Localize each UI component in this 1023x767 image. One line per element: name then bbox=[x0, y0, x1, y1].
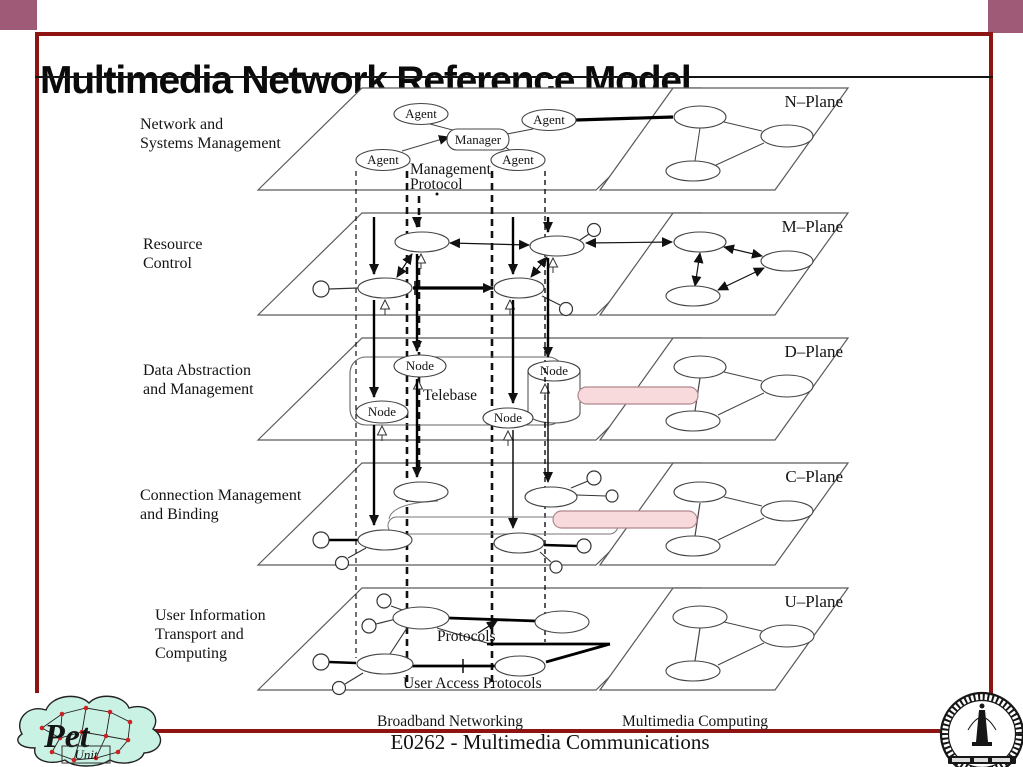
agent-label: Agent bbox=[367, 152, 399, 167]
layer-label-connection-management: Connection Management and Binding bbox=[140, 487, 302, 523]
d-plane-left-content: Node Node Node Node Telebase bbox=[349, 354, 581, 447]
frame-border-right bbox=[989, 32, 993, 695]
multimedia-computing-label: Multimedia Computing bbox=[622, 713, 768, 730]
agent-label: Agent bbox=[405, 106, 437, 121]
protocols-label: Protocols bbox=[437, 628, 496, 645]
node-label: Node bbox=[368, 404, 396, 419]
telebase-label: Telebase bbox=[423, 387, 477, 404]
corner-accent-top-left bbox=[0, 0, 37, 30]
course-footer: E0262 - Multimedia Communications bbox=[390, 730, 710, 754]
manager-label: Manager bbox=[455, 132, 502, 147]
c-plane-left-content bbox=[312, 470, 619, 574]
node-label: Node bbox=[406, 358, 434, 373]
broadband-networking-label: Broadband Networking bbox=[377, 713, 523, 730]
d-plane-right-content: D–Plane bbox=[665, 342, 843, 432]
pet-logo-word: Pet bbox=[43, 718, 91, 755]
seal-banner bbox=[948, 756, 1016, 764]
c-plane-label: C–Plane bbox=[785, 467, 843, 486]
n-plane-left-content: Agent Agent Agent Agent Manager Manageme… bbox=[355, 102, 674, 196]
u-plane-left-content: Protocols User Access Protocols bbox=[312, 593, 611, 696]
frame-border-bottom bbox=[94, 729, 940, 733]
layer-label-network-systems-management: Network and Systems Management bbox=[140, 116, 281, 152]
management-protocol-label-line1: Management bbox=[410, 161, 492, 178]
agent-label: Agent bbox=[533, 112, 565, 127]
m-plane-left-content bbox=[312, 222, 673, 317]
management-protocol-label-line2: Protocol bbox=[410, 176, 463, 193]
m-plane-label: M–Plane bbox=[782, 217, 843, 236]
layer-label-data-abstraction: Data Abstraction and Management bbox=[143, 362, 254, 398]
pet-logo-sub: Unit bbox=[74, 747, 98, 762]
c-plane-pink-channel bbox=[552, 510, 698, 529]
u-plane-right-content: U–Plane bbox=[665, 592, 843, 682]
d-plane-label: D–Plane bbox=[784, 342, 843, 361]
agent-label: Agent bbox=[502, 152, 534, 167]
layer-label-resource-control: Resource Control bbox=[143, 236, 203, 272]
u-plane-label: U–Plane bbox=[784, 592, 843, 611]
institute-seal-logo bbox=[939, 691, 1023, 767]
inter-plane-arrows bbox=[369, 217, 553, 529]
layer-label-user-information: User Information Transport and Computing bbox=[155, 607, 266, 662]
title-underline bbox=[35, 76, 993, 78]
network-nodes bbox=[39, 705, 133, 763]
pet-unit-logo: Pet Unit bbox=[17, 695, 162, 767]
n-plane-right-content: N–Plane bbox=[665, 92, 843, 182]
c-plane-right-content: C–Plane bbox=[665, 467, 843, 557]
n-plane-label: N–Plane bbox=[784, 92, 843, 111]
corner-accent-top-right bbox=[988, 0, 1023, 33]
m-plane-right-content: M–Plane bbox=[665, 217, 843, 307]
frame-border-top bbox=[35, 32, 993, 36]
node-label: Node bbox=[540, 363, 568, 378]
user-access-protocols-label: User Access Protocols bbox=[403, 675, 542, 692]
node-label: Node bbox=[494, 410, 522, 425]
d-plane-pink-channel bbox=[577, 386, 699, 405]
frame-border-left bbox=[35, 32, 39, 693]
